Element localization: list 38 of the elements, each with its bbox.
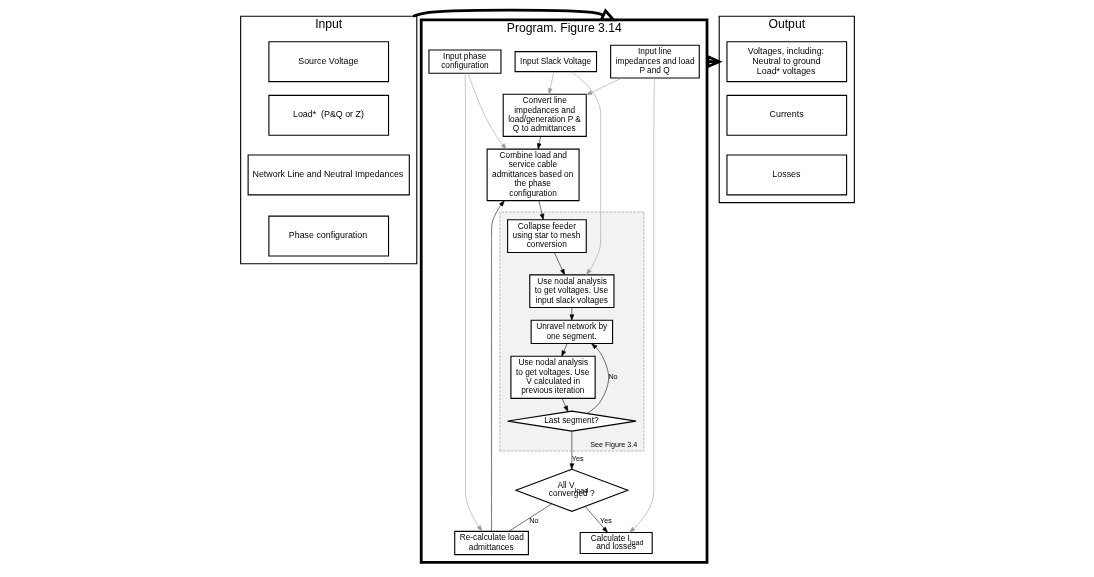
node-box: Voltages, including: Neutral to ground Load* voltages: [725, 41, 847, 83]
arrow: [412, 8, 617, 22]
node-box: Use nodal analysis to get voltages. Use V calculated in previous iteration: [509, 355, 596, 399]
node-box: Currents: [725, 94, 847, 136]
node-diamond: All V$_{load}$ converged ?: [513, 468, 629, 512]
node-box: Input phase configuration: [427, 49, 502, 74]
node-box: Combine load and service cable admittances based on the phase configuration: [486, 148, 580, 202]
arrow: [586, 343, 609, 414]
node-box: Use nodal analysis to get voltages. Use input slack voltages: [528, 274, 615, 309]
node-box: Input line impedances and load P and Q: [609, 44, 700, 79]
arrow: [584, 506, 608, 533]
node-box: Losses: [725, 154, 847, 196]
arrow: [536, 136, 541, 150]
arrow: [538, 200, 544, 220]
node-box: Convert line impedances and load/generation P & Q to admittances: [502, 93, 587, 137]
arrow: [464, 73, 482, 532]
node-box: Collapse feeder using star to mesh conversion: [506, 219, 587, 253]
arrow: [570, 71, 601, 276]
node-box: Load* (P&Q or Z): [267, 94, 389, 136]
arrow: [561, 398, 568, 412]
arrow: [467, 73, 507, 150]
arrow: [553, 252, 565, 276]
node-box: Re-calculate load admittances: [453, 530, 529, 556]
connector: [508, 503, 552, 532]
arrow: [585, 77, 622, 96]
node-box: Source Voltage: [267, 41, 389, 83]
node-box: Input Slack Voltage: [514, 51, 597, 73]
arrow: [490, 200, 505, 532]
node-box: Network Line and Neutral Impedances: [247, 154, 410, 196]
arrow: [547, 71, 554, 95]
arrow: [628, 77, 655, 533]
arrow: [569, 430, 574, 470]
arrow: [560, 343, 567, 357]
arrow: [569, 307, 574, 321]
node-box: Phase configuration: [267, 215, 389, 257]
node-diamond: Last segment?: [506, 410, 637, 432]
node-box: Unravel network by one segment.: [530, 319, 613, 345]
node-box: Calculate I$_{load}$ and losses: [579, 531, 653, 555]
